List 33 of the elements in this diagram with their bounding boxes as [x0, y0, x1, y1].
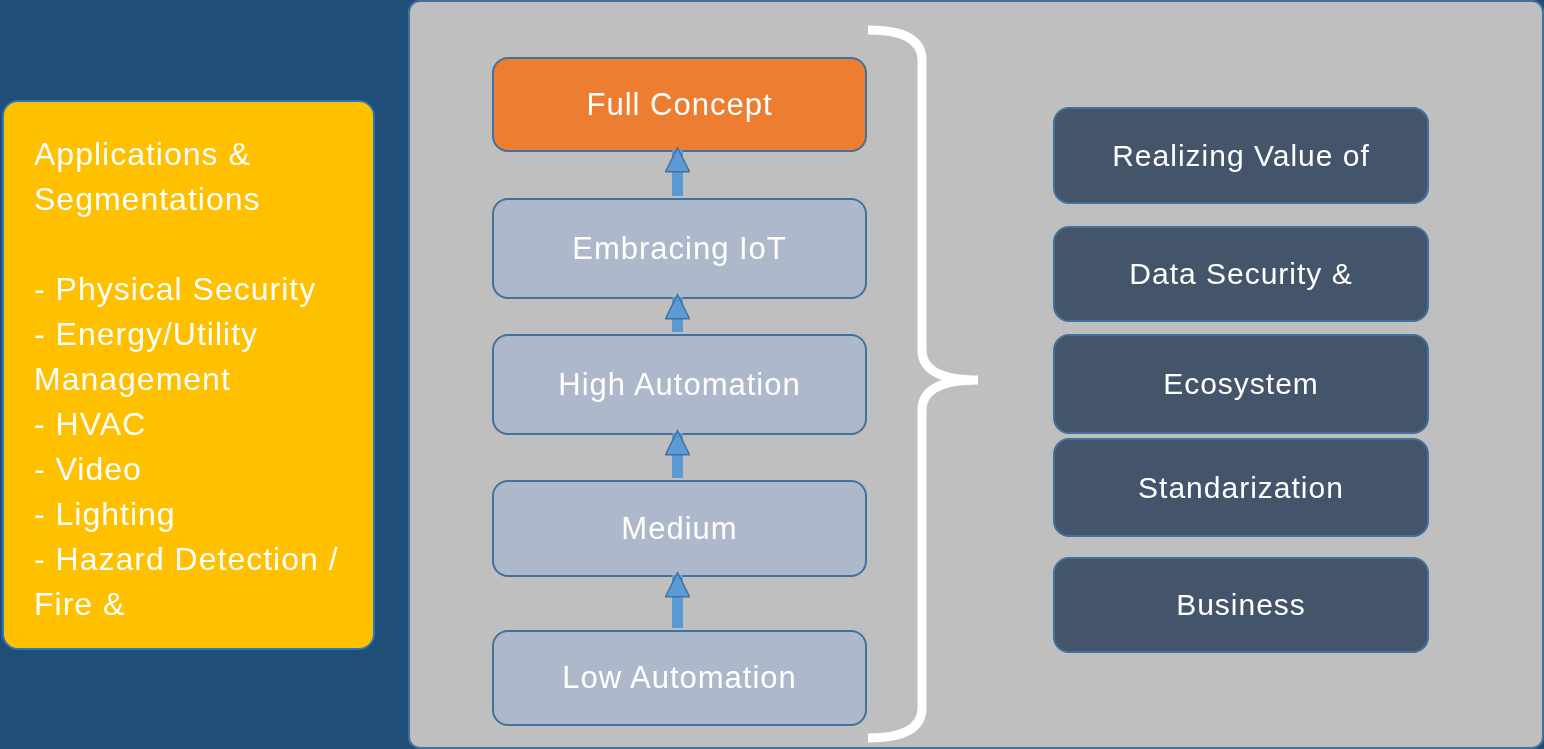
box-label: Realizing Value of [1112, 138, 1370, 173]
list-item: - Physical Security [34, 270, 318, 309]
process-box [1053, 226, 1429, 322]
box-label: Standarization [1138, 470, 1344, 505]
list-item: - Video [34, 450, 143, 489]
arrow [664, 293, 691, 332]
box-label: High Automation [558, 366, 801, 403]
box-label: Low Automation [562, 660, 797, 696]
process-box [492, 630, 867, 726]
process-box [1053, 438, 1429, 537]
process-box [492, 57, 867, 152]
box-label: Ecosystem [1163, 367, 1319, 401]
box-label: Data Security & [1129, 257, 1353, 291]
arrow [664, 146, 691, 196]
card-heading: Applications & Segmentations [34, 135, 262, 219]
process-box [1053, 557, 1429, 653]
panel-background [408, 0, 1544, 749]
process-box [492, 480, 867, 577]
list-item: - Energy/Utility Management [34, 315, 260, 399]
arrow [664, 429, 691, 478]
list-item: - Lighting [34, 495, 177, 534]
process-box [492, 198, 867, 299]
box-label: Business [1176, 588, 1306, 622]
list-item: - Hazard Detection / Fire & [34, 540, 340, 624]
process-box [1053, 107, 1429, 204]
arrow [664, 571, 691, 628]
process-box [492, 334, 867, 435]
category-card [2, 100, 375, 650]
box-label: Medium [621, 510, 738, 547]
list-item: - HVAC [34, 405, 148, 444]
box-label: Full Concept [586, 86, 773, 123]
box-label: Embracing IoT [572, 230, 787, 267]
process-box [1053, 334, 1429, 434]
